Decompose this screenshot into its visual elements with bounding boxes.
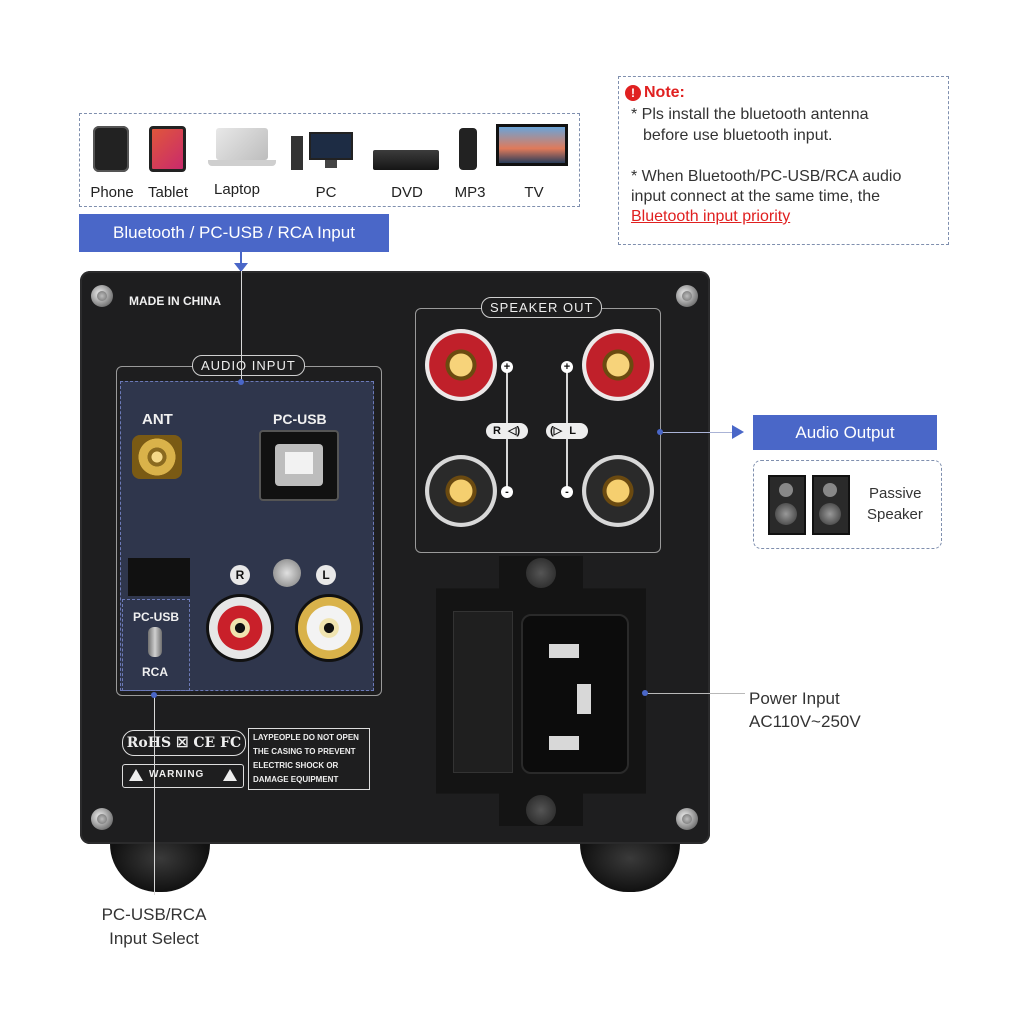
- note-line-2: before use bluetooth input.: [643, 127, 833, 144]
- caution-text-box: LAYPEOPLE DO NOT OPEN THE CASING TO PREV…: [248, 728, 370, 790]
- input-callout-line: [241, 271, 242, 381]
- note-line-4: input connect at the same time, the: [631, 188, 881, 205]
- right-negative-terminal[interactable]: [425, 455, 497, 527]
- note-line-3: * When Bluetooth/PC-USB/RCA audio: [631, 168, 902, 185]
- audio-output-arrow-icon: [732, 425, 744, 439]
- rca-l-jack: [295, 594, 363, 662]
- input-callout-dot: [238, 379, 244, 385]
- rca-center-screw: [273, 559, 301, 587]
- right-channel-badge: R ◁): [486, 423, 528, 439]
- device-label-laptop: Laptop: [214, 181, 260, 198]
- speaker-right-icon-image: [812, 475, 850, 535]
- right-minus-sign: -: [501, 486, 513, 498]
- input-select-callout-line: [154, 695, 155, 895]
- rca-r-jack: [206, 594, 274, 662]
- note-line-5: Bluetooth input priority: [631, 208, 791, 225]
- caution-line-4: DAMAGE EQUIPMENT: [253, 775, 339, 784]
- device-label-dvd: DVD: [391, 184, 423, 201]
- right-plus-sign: +: [501, 361, 513, 373]
- power-screw-bottom: [526, 795, 556, 825]
- input-select-line-1: PC-USB/RCA: [101, 905, 207, 924]
- audio-output-dot: [657, 429, 663, 435]
- left-minus-sign: -: [561, 486, 573, 498]
- passive-speaker-box: Passive Speaker: [753, 460, 942, 549]
- device-label-phone: Phone: [90, 184, 134, 201]
- left-positive-terminal[interactable]: [582, 329, 654, 401]
- screw-bottom-right: [676, 808, 698, 830]
- screw-bottom-left: [91, 808, 113, 830]
- laptop-icon: [208, 128, 276, 168]
- switch-label-top: PC-USB: [133, 610, 180, 624]
- warning-label: WARNING: [149, 769, 205, 780]
- power-screw-top: [526, 558, 556, 588]
- foot-right: [580, 844, 680, 892]
- pc-icon: [291, 132, 357, 172]
- speaker-left-icon-image: [768, 475, 806, 535]
- left-negative-terminal[interactable]: [582, 455, 654, 527]
- alert-icon: !: [625, 85, 641, 101]
- left-channel-label: L: [569, 425, 576, 437]
- input-select-frame: [122, 599, 190, 691]
- input-select-line-2: Input Select: [109, 929, 199, 948]
- mp3-icon: [459, 128, 477, 170]
- switch-label-bottom: RCA: [142, 665, 168, 679]
- power-input-line-2: AC110V~250V: [749, 712, 861, 731]
- pc-usb-label: PC-USB: [273, 411, 327, 427]
- caution-line-2: THE CASING TO PREVENT: [253, 747, 356, 756]
- input-select-dot: [151, 692, 157, 698]
- speaker-left-icon: (▷: [550, 425, 563, 437]
- ant-label: ANT: [142, 411, 173, 428]
- note-box: ! Note: * Pls install the bluetooth ante…: [618, 76, 949, 245]
- devices-box: Phone Tablet Laptop PC DVD MP3 TV: [79, 113, 580, 207]
- right-positive-terminal[interactable]: [425, 329, 497, 401]
- screw-top-left: [91, 285, 113, 307]
- device-label-pc: PC: [315, 184, 337, 201]
- power-dot: [642, 690, 648, 696]
- iec-power-socket[interactable]: [521, 614, 629, 774]
- device-label-tv: TV: [524, 184, 544, 201]
- right-channel-label: R: [493, 425, 501, 437]
- rca-r-marker: R: [230, 565, 250, 585]
- power-callout-line: [645, 693, 745, 694]
- antenna-connector: [132, 435, 182, 479]
- warning-box: WARNING: [122, 764, 244, 788]
- made-in-label: MADE IN CHINA: [129, 294, 221, 308]
- screw-top-right: [676, 285, 698, 307]
- black-sticker: [128, 558, 190, 596]
- power-input-line-1: Power Input: [749, 689, 840, 708]
- caution-line-3: ELECTRIC SHOCK OR: [253, 761, 339, 770]
- note-line-1: * Pls install the bluetooth antenna: [631, 106, 869, 123]
- speaker-out-title: SPEAKER OUT: [481, 297, 603, 318]
- left-plus-sign: +: [561, 361, 573, 373]
- audio-output-callout-line: [660, 432, 732, 433]
- tv-icon: [496, 124, 568, 166]
- audio-output-label: Audio Output: [753, 415, 937, 450]
- caution-line-1: LAYPEOPLE DO NOT OPEN: [253, 733, 359, 742]
- tablet-icon: [149, 126, 186, 172]
- speaker-right-icon: ◁): [508, 425, 521, 437]
- passive-speaker-line-1: Passive: [869, 485, 922, 502]
- passive-speaker-line-2: Speaker: [867, 506, 923, 523]
- note-title: Note:: [644, 84, 685, 101]
- phone-icon: [93, 126, 129, 172]
- fuse-holder: [453, 611, 513, 773]
- input-connector-line: [240, 252, 242, 266]
- input-label: Bluetooth / PC-USB / RCA Input: [79, 214, 389, 252]
- dvd-icon: [373, 150, 439, 170]
- usb-b-port: [259, 430, 339, 501]
- foot-left: [110, 844, 210, 892]
- input-select-switch[interactable]: [148, 627, 162, 657]
- input-arrow-icon: [234, 263, 248, 272]
- rca-l-marker: L: [316, 565, 336, 585]
- cert-logos: RoHS ☒ CE FC: [122, 730, 246, 756]
- device-label-mp3: MP3: [454, 184, 486, 201]
- left-channel-badge: (▷ L: [546, 423, 588, 439]
- device-label-tablet: Tablet: [147, 184, 189, 201]
- amplifier-back-panel: MADE IN CHINA AUDIO INPUT ANT PC-USB R L…: [80, 271, 710, 844]
- audio-input-title: AUDIO INPUT: [192, 355, 305, 376]
